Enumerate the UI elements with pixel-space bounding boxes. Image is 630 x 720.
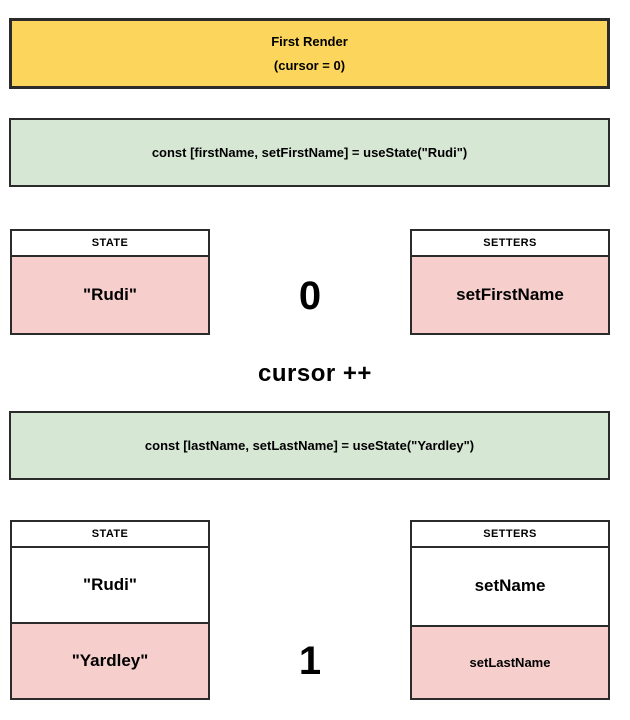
state-table-1: STATE "Rudi" <box>10 229 210 335</box>
state-table-2-row-0: "Rudi" <box>12 548 208 624</box>
first-render-banner: First Render (cursor = 0) <box>9 18 610 89</box>
setters-table-1: SETTERS setFirstName <box>410 229 610 335</box>
setters-table-2-row-1: setLastName <box>412 626 608 698</box>
cursor-counter-1: 1 <box>298 639 322 683</box>
state-table-2-header: STATE <box>12 522 208 548</box>
cursor-increment-label: cursor ++ <box>258 360 372 387</box>
setters-table-2-header: SETTERS <box>412 522 608 548</box>
setters-table-1-header: SETTERS <box>412 231 608 257</box>
state-table-1-header: STATE <box>12 231 208 257</box>
code-box-firstname: const [firstName, setFirstName] = useSta… <box>9 118 610 187</box>
render-pass-1: STATE "Rudi" 0 SETTERS setFirstName <box>0 229 630 335</box>
state-table-1-row: "Rudi" <box>12 257 208 333</box>
state-table-2-row-1: "Yardley" <box>12 624 208 698</box>
setters-table-2: SETTERS setName setLastName <box>410 520 610 700</box>
banner-cursor-value: (cursor = 0) <box>273 58 346 73</box>
code-line-firstname: const [firstName, setFirstName] = useSta… <box>151 145 468 160</box>
cursor-counter-0: 0 <box>298 273 322 318</box>
code-line-lastname: const [lastName, setLastName] = useState… <box>144 438 475 453</box>
setters-table-2-row-0: setName <box>412 548 608 627</box>
state-table-2: STATE "Rudi" "Yardley" <box>10 520 210 700</box>
setters-table-1-row: setFirstName <box>412 257 608 333</box>
banner-title: First Render <box>271 34 348 49</box>
render-pass-2: STATE "Rudi" "Yardley" 1 SETTERS setName… <box>0 520 630 700</box>
code-box-lastname: const [lastName, setLastName] = useState… <box>9 411 610 480</box>
